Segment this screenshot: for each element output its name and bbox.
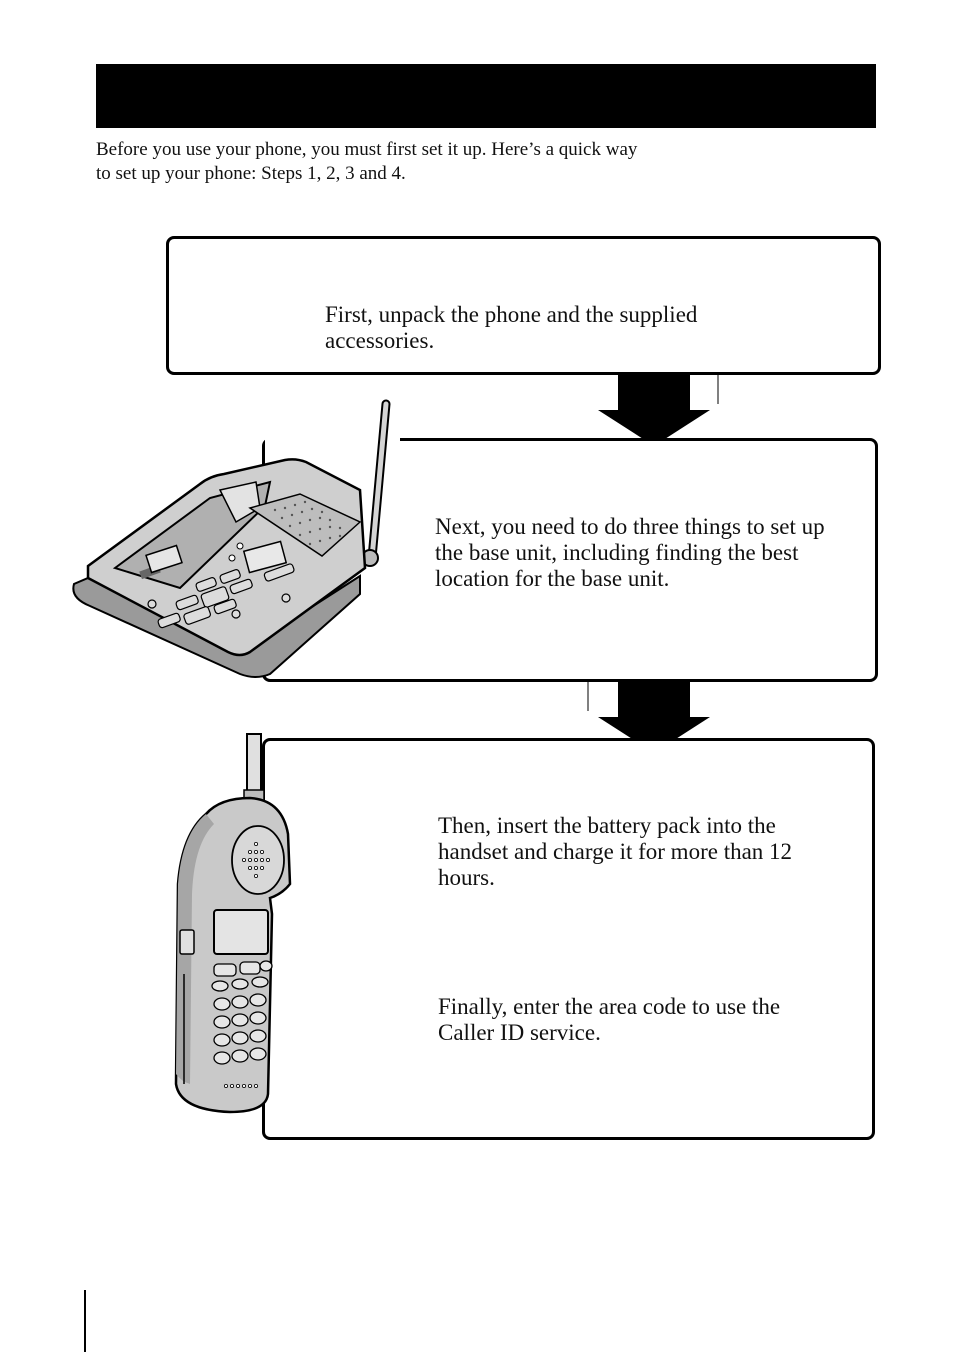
step-3-text: Then, insert the battery pack into the h… [438, 813, 793, 890]
step-2-text: Next, you need to do three things to set… [435, 514, 825, 591]
title-bar [96, 64, 876, 128]
arrow-down-icon [598, 374, 719, 446]
intro-line-1: Before you use your phone, you must firs… [96, 139, 638, 160]
page-margin-rule [84, 1290, 86, 1352]
step-4-text: Finally, enter the area code to use the … [438, 994, 781, 1045]
step-1-text: First, unpack the phone and the supplied… [325, 302, 698, 353]
arrow-down-icon [587, 681, 710, 753]
handset-illustration [174, 733, 292, 1114]
step-1-box [166, 236, 881, 375]
step-3-box [262, 738, 875, 1140]
base-unit-illustration [72, 399, 400, 678]
intro-paragraph: Before you use your phone, you must firs… [96, 138, 776, 186]
intro-line-2: to set up your phone: Steps 1, 2, 3 and … [96, 163, 406, 184]
